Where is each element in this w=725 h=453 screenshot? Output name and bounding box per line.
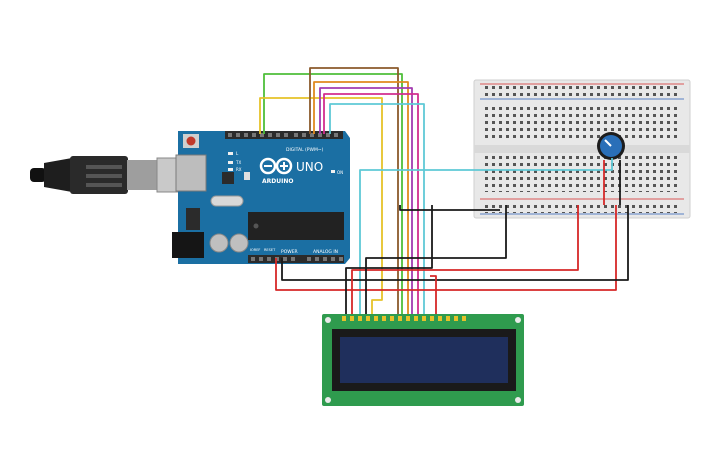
arduino-infinity-logo — [259, 157, 293, 175]
breadboard-center-channel — [474, 145, 690, 153]
wire-green[interactable] — [263, 73, 403, 314]
l-led-label: L — [236, 151, 239, 156]
wire-cyan-pot[interactable] — [359, 158, 613, 314]
power-analog-header — [248, 255, 344, 263]
wire-black-lcd[interactable] — [365, 205, 507, 314]
ioref-label: IOREF — [250, 248, 260, 252]
bottom-power-rail[interactable] — [484, 201, 680, 213]
wire-black-lcd-2[interactable] — [345, 205, 433, 314]
crystal — [210, 195, 244, 207]
digital-label: DIGITAL (PWM~) — [286, 147, 324, 153]
arduino-board[interactable]: UNO ARDUINO DIGITAL (PWM~) POWER ANALOG … — [172, 127, 350, 264]
reset-label: RESET — [264, 248, 276, 252]
wire-cyan-top[interactable] — [329, 103, 425, 314]
voltage-regulator — [186, 208, 200, 230]
atmega-chip — [248, 212, 344, 240]
wire-brown[interactable] — [309, 67, 399, 314]
board-model-label: UNO — [296, 160, 323, 174]
bottom-terminal-strip[interactable] — [484, 156, 680, 192]
potentiometer-icon[interactable] — [597, 132, 625, 160]
wire-yellow[interactable] — [259, 97, 383, 314]
top-power-rail[interactable] — [484, 86, 680, 98]
wire-black-gnd[interactable] — [281, 205, 629, 281]
wire-purple[interactable] — [319, 87, 413, 314]
wires — [259, 67, 629, 314]
wire-red-lcd-2[interactable] — [430, 275, 437, 314]
power-label: POWER — [281, 249, 298, 255]
capacitor — [209, 233, 229, 253]
power-jack — [172, 232, 204, 258]
usb-plug-icon[interactable] — [30, 156, 184, 194]
wire-black-rail[interactable] — [399, 205, 500, 211]
lcd-screen — [340, 337, 508, 383]
capacitor — [229, 233, 249, 253]
wire-red-5v[interactable] — [275, 205, 617, 291]
rx-led-label: RX — [236, 167, 242, 172]
on-led-label: ON — [337, 170, 343, 175]
usb-chip — [222, 172, 234, 184]
aref-label: AREF — [228, 127, 237, 131]
analog-label: ANALOG IN — [313, 249, 338, 255]
lcd-display[interactable] — [322, 314, 524, 406]
breadboard[interactable] — [473, 79, 691, 219]
board-brand-label: ARDUINO — [262, 178, 293, 185]
wire-orange[interactable] — [313, 81, 409, 314]
usb-port — [175, 154, 207, 192]
wire-red-lcd[interactable] — [351, 205, 579, 314]
gnd-label: GND — [240, 127, 248, 131]
top-terminal-strip[interactable] — [484, 106, 680, 142]
tx-led-label: TX — [235, 160, 241, 165]
wire-magenta[interactable] — [323, 93, 419, 314]
